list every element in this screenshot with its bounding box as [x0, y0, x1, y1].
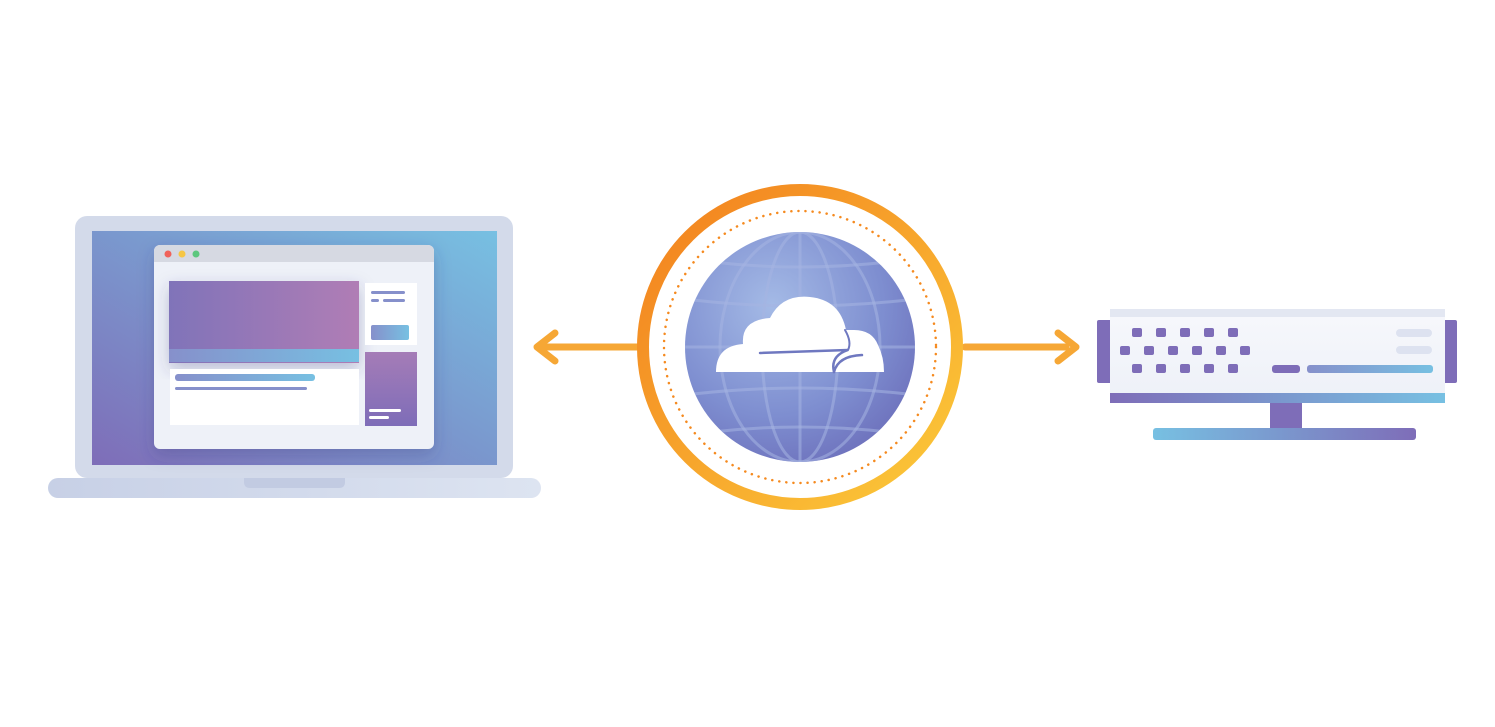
hero-banner-strip [169, 349, 359, 362]
server-status-light [1272, 365, 1300, 373]
minimize-dot-icon [178, 250, 186, 258]
server-side-cap [1097, 320, 1112, 383]
sidebar-button [371, 325, 409, 340]
server-stand [1270, 402, 1302, 432]
arrow-left-icon [533, 329, 644, 365]
server-vents [1120, 328, 1250, 373]
close-dot-icon [164, 250, 172, 258]
dotted-ring [662, 209, 938, 485]
server-side-cap [1443, 320, 1457, 383]
server-indicator [1396, 329, 1432, 337]
laptop-notch [244, 478, 345, 488]
server-foot [1153, 428, 1416, 440]
sidebar-line [371, 291, 405, 294]
server-status-bar [1307, 365, 1433, 373]
server-indicator [1396, 346, 1432, 354]
promo-line [369, 409, 401, 412]
content-line [175, 374, 315, 381]
sidebar-line [371, 299, 379, 302]
arrow-right-icon [961, 329, 1080, 365]
maximize-dot-icon [192, 250, 200, 258]
promo-line [369, 416, 389, 419]
cloud-icon [716, 296, 884, 374]
server-icon [1097, 309, 1457, 440]
cloud-globe-icon [637, 184, 963, 510]
content-line [175, 387, 307, 390]
sidebar-promo-card [365, 352, 417, 426]
server-base-strip [1110, 393, 1445, 403]
server-face [1110, 309, 1445, 396]
sidebar-line [383, 299, 405, 302]
laptop-icon [48, 216, 541, 498]
